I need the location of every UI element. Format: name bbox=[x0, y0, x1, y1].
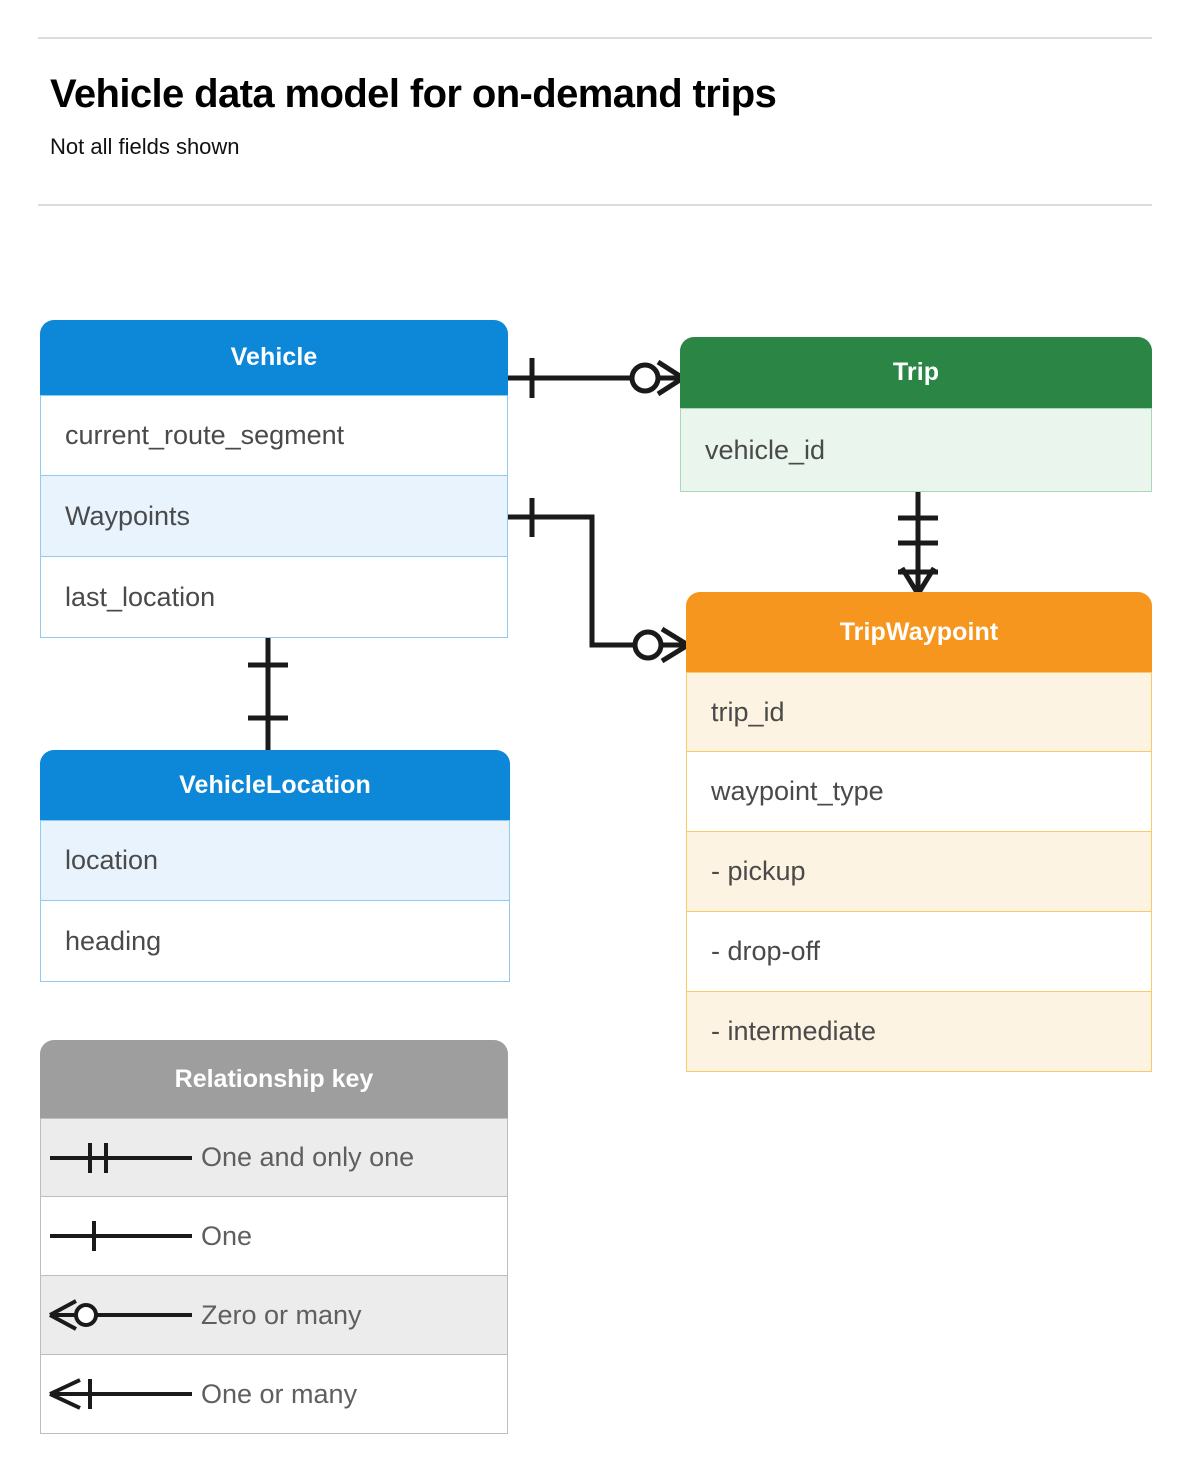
connector-vehicle-vehiclelocation bbox=[248, 638, 288, 750]
relationship-key-legend: Relationship key One and only one One bbox=[40, 1040, 508, 1434]
entity-tripwaypoint-title: TripWaypoint bbox=[686, 592, 1152, 672]
entity-trip-title: Trip bbox=[680, 337, 1152, 408]
field-waypoint-type-pickup[interactable]: - pickup bbox=[686, 832, 1152, 912]
field-waypoint-type-intermediate[interactable]: - intermediate bbox=[686, 992, 1152, 1072]
one-icon bbox=[41, 1213, 201, 1259]
entity-tripwaypoint-fields: trip_id waypoint_type - pickup - drop-of… bbox=[686, 672, 1152, 1072]
legend-row-zero-or-many[interactable]: Zero or many bbox=[40, 1276, 508, 1355]
connector-waypoints-tripwaypoint bbox=[507, 498, 690, 664]
entity-vehiclelocation[interactable]: VehicleLocation location heading bbox=[40, 750, 510, 982]
entity-vehicle-title: Vehicle bbox=[40, 320, 508, 395]
entity-vehicle[interactable]: Vehicle current_route_segment Waypoints … bbox=[40, 320, 508, 638]
entity-vehicle-fields: current_route_segment Waypoints last_loc… bbox=[40, 395, 508, 638]
legend-title: Relationship key bbox=[40, 1040, 508, 1118]
field-vehicle-id[interactable]: vehicle_id bbox=[680, 408, 1152, 492]
field-waypoints[interactable]: Waypoints bbox=[40, 476, 508, 557]
page-title: Vehicle data model for on-demand trips bbox=[50, 72, 777, 116]
header-divider-top bbox=[38, 37, 1152, 39]
header-divider-bottom bbox=[38, 204, 1152, 206]
entity-tripwaypoint[interactable]: TripWaypoint trip_id waypoint_type - pic… bbox=[686, 592, 1152, 1072]
legend-label-one: One bbox=[201, 1220, 253, 1251]
field-trip-id[interactable]: trip_id bbox=[686, 672, 1152, 752]
one-and-only-one-icon bbox=[41, 1135, 201, 1181]
field-waypoint-type-dropoff[interactable]: - drop-off bbox=[686, 912, 1152, 992]
entity-trip-fields: vehicle_id bbox=[680, 408, 1152, 492]
field-last-location[interactable]: last_location bbox=[40, 557, 508, 638]
field-current-route-segment[interactable]: current_route_segment bbox=[40, 395, 508, 476]
legend-label-one-and-only-one: One and only one bbox=[201, 1142, 415, 1172]
legend-row-one-or-many[interactable]: One or many bbox=[40, 1355, 508, 1434]
page-subtitle: Not all fields shown bbox=[50, 134, 240, 159]
legend-label-zero-or-many: Zero or many bbox=[201, 1299, 362, 1330]
entity-vehiclelocation-fields: location heading bbox=[40, 820, 510, 982]
legend-label-one-or-many: One or many bbox=[201, 1378, 358, 1409]
field-heading[interactable]: heading bbox=[40, 901, 510, 982]
entity-vehiclelocation-title: VehicleLocation bbox=[40, 750, 510, 820]
legend-row-one-and-only-one[interactable]: One and only one bbox=[40, 1118, 508, 1197]
legend-row-one[interactable]: One bbox=[40, 1197, 508, 1276]
connector-trip-tripwaypoint bbox=[898, 490, 938, 596]
connector-vehicle-trip bbox=[505, 358, 685, 398]
one-or-many-icon bbox=[41, 1371, 201, 1417]
field-waypoint-type[interactable]: waypoint_type bbox=[686, 752, 1152, 832]
field-location[interactable]: location bbox=[40, 820, 510, 901]
entity-trip[interactable]: Trip vehicle_id bbox=[680, 337, 1152, 492]
zero-or-many-icon bbox=[41, 1292, 201, 1338]
